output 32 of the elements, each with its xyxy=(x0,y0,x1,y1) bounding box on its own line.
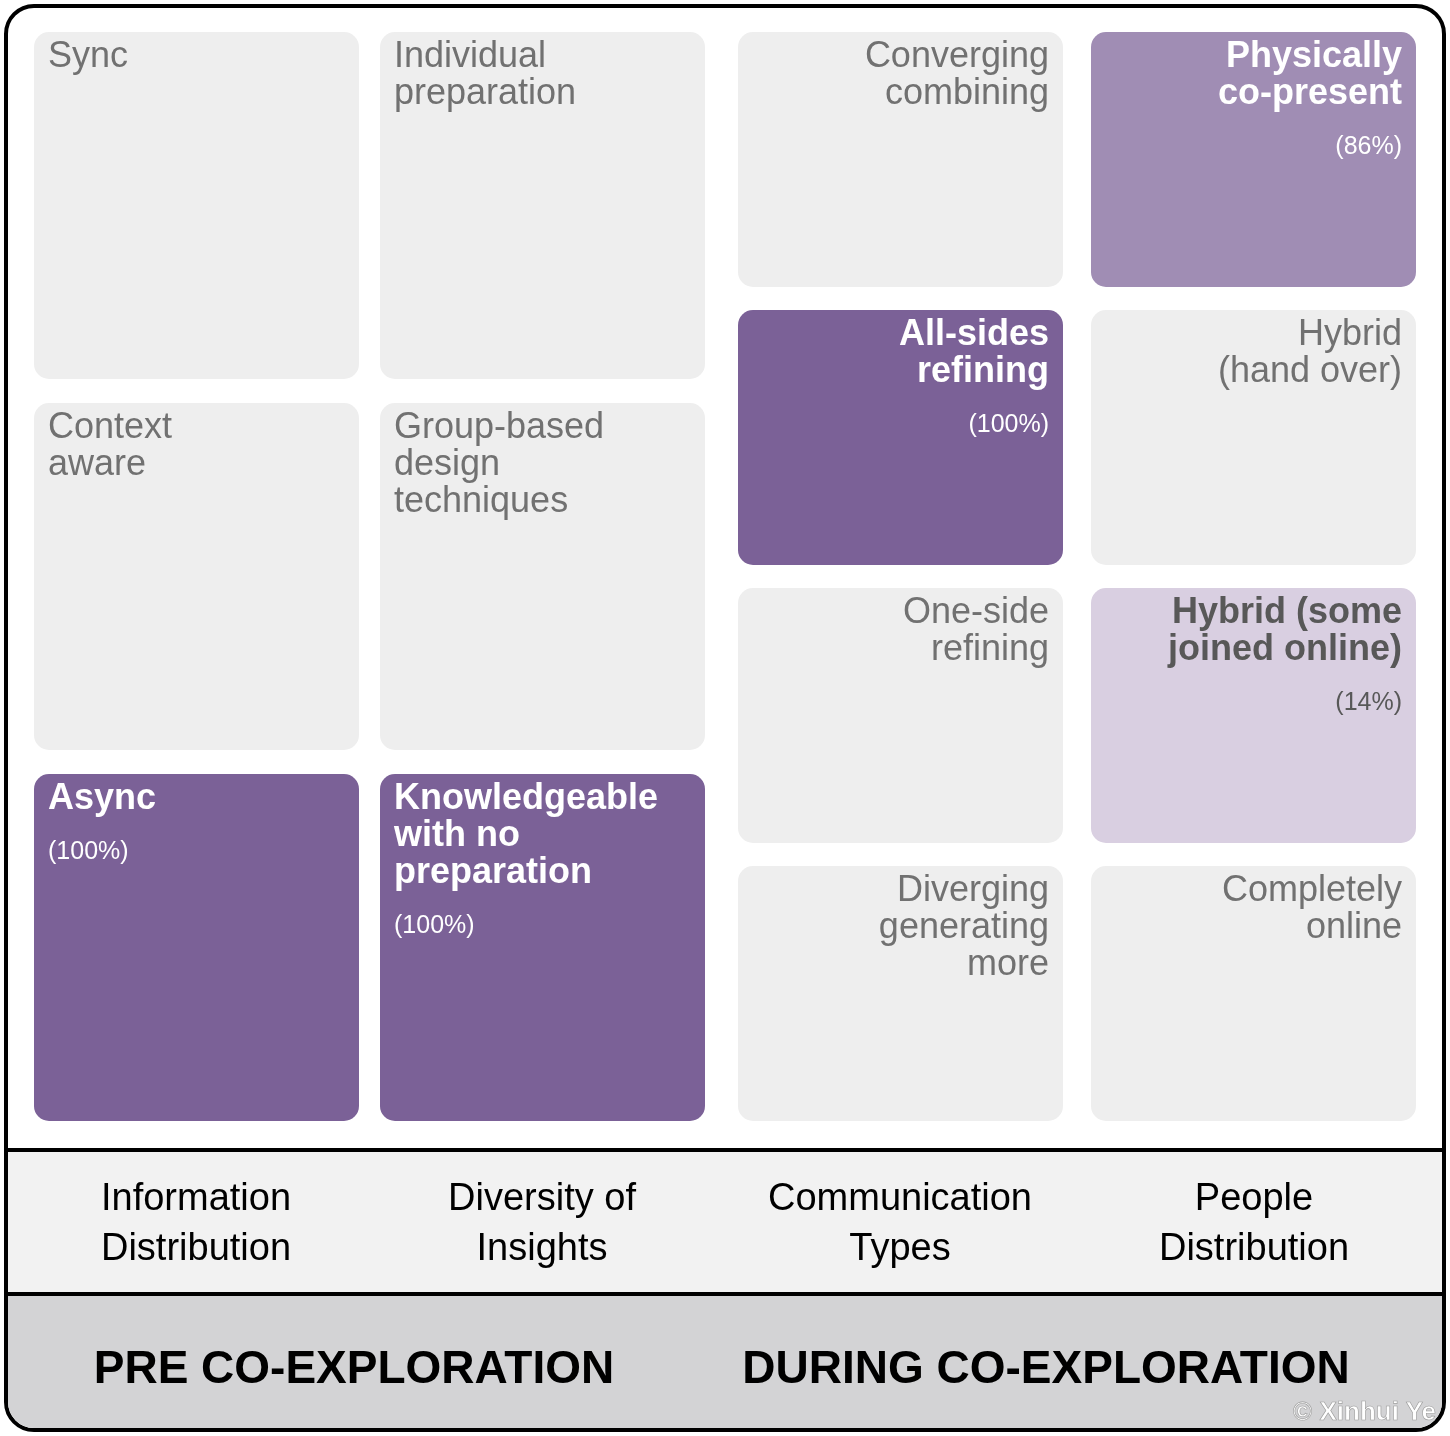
percentage-label: (100%) xyxy=(394,909,475,939)
tile-heading: Hybrid (some joined online) xyxy=(1166,592,1402,666)
tile-heading: Sync xyxy=(48,36,130,73)
tile-heading: Physically co-present xyxy=(1216,36,1402,110)
category-tile xyxy=(1091,588,1416,843)
percentage-label: (100%) xyxy=(968,408,1049,438)
column-heading: Diversity of Insights xyxy=(447,1175,637,1270)
category-tile xyxy=(1091,32,1416,287)
phase-heading: PRE CO-EXPLORATION xyxy=(93,1340,615,1394)
column-heading: Information Distribution xyxy=(99,1175,293,1270)
column-heading: People Distribution xyxy=(1157,1175,1351,1270)
phase-heading: DURING CO-EXPLORATION xyxy=(742,1340,1350,1394)
tile-heading: Individual preparation xyxy=(394,36,578,110)
tile-heading: Async xyxy=(48,778,158,815)
phase-band xyxy=(8,1292,1442,1428)
category-tile xyxy=(34,774,359,1121)
category-tile xyxy=(738,310,1063,565)
tile-heading: Hybrid (hand over) xyxy=(1216,314,1402,388)
percentage-label: (86%) xyxy=(1335,130,1402,160)
tile-heading: All-sides refining xyxy=(897,314,1049,388)
tile-heading: Context aware xyxy=(48,407,174,481)
tile-heading: Completely online xyxy=(1220,870,1402,944)
percentage-label: (14%) xyxy=(1335,686,1402,716)
category-tile xyxy=(380,774,705,1121)
percentage-label: (100%) xyxy=(48,835,129,865)
tile-heading: Diverging generating more xyxy=(877,870,1049,981)
tile-heading: Converging combining xyxy=(863,36,1049,110)
category-band xyxy=(8,1148,1442,1292)
tile-heading: Knowledgeable with no preparation xyxy=(394,778,660,889)
tile-heading: Group-based design techniques xyxy=(394,407,606,518)
tile-heading: One-side refining xyxy=(901,592,1049,666)
column-heading: Communication Types xyxy=(767,1175,1033,1270)
